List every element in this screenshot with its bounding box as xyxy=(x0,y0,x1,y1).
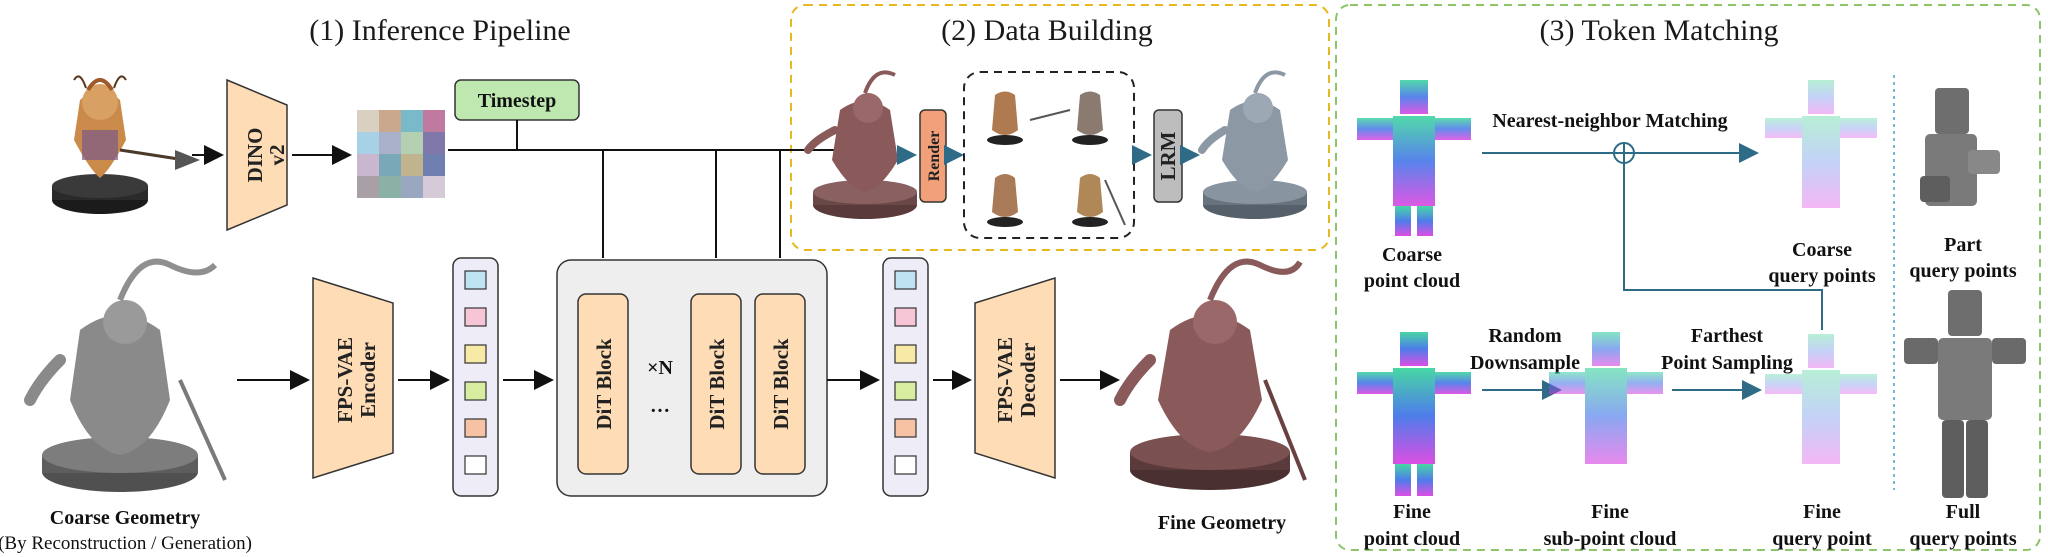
dit-block-2-label: DiT Block xyxy=(705,338,729,430)
dino-v2-encoder xyxy=(226,78,288,232)
patch-cell xyxy=(423,154,445,176)
patch-cell xyxy=(423,110,445,132)
token-cell xyxy=(894,270,917,290)
fine-sub-point-cloud xyxy=(1549,332,1663,464)
patch-cell xyxy=(379,132,401,154)
multi-view-images xyxy=(963,71,1135,239)
dit-block-1 xyxy=(577,293,629,475)
fine-query-to-matching-line xyxy=(1623,163,1823,330)
token-cell xyxy=(894,307,917,327)
part-query-label-2: query points xyxy=(1909,260,2016,282)
latent-tokens-out-cells xyxy=(894,270,917,475)
coarse-point-cloud-label-2: point cloud xyxy=(1364,270,1460,292)
patch-cell xyxy=(357,154,379,176)
dit-block-3 xyxy=(754,293,806,475)
mesh-model xyxy=(804,70,917,219)
token-cell xyxy=(464,455,487,475)
data-building-title: (2) Data Building xyxy=(941,14,1153,47)
token-matching-frame xyxy=(1335,4,2041,551)
patch-cell xyxy=(401,176,423,198)
random-downsample-label-1: Random xyxy=(1488,325,1562,347)
full-query-points xyxy=(1904,290,2026,498)
coarse-point-cloud-label-1: Coarse xyxy=(1382,244,1442,266)
patch-cell xyxy=(379,176,401,198)
token-cell xyxy=(464,418,487,438)
token-cell xyxy=(464,307,487,327)
ellipsis-label: … xyxy=(650,395,670,417)
coarse-geometry-label: Coarse Geometry xyxy=(50,507,201,529)
encoder-label-1: FPS-VAE xyxy=(333,337,357,423)
farthest-sampling-label-2: Point Sampling xyxy=(1661,352,1793,374)
encoder-label-2: Encoder xyxy=(356,342,380,418)
token-cell xyxy=(464,381,487,401)
token-cell xyxy=(464,344,487,364)
render-label: Render xyxy=(926,131,943,182)
rendered-views xyxy=(987,91,1126,227)
fine-geometry-model xyxy=(1114,258,1307,490)
coarse-query-points xyxy=(1765,80,1877,208)
token-cell xyxy=(894,418,917,438)
full-query-label-2: query points xyxy=(1909,528,2016,550)
timestep-label: Timestep xyxy=(478,90,557,112)
token-matching-title: (3) Token Matching xyxy=(1540,14,1779,47)
inference-pipeline-title: (1) Inference Pipeline xyxy=(309,14,571,47)
fps-vae-decoder xyxy=(974,276,1056,480)
image-feature-patches xyxy=(357,110,445,198)
token-cell xyxy=(894,344,917,364)
latent-tokens-in-cells xyxy=(464,270,487,475)
fine-sub-label-2: sub-point cloud xyxy=(1544,528,1677,550)
fine-query-label-1: Fine xyxy=(1803,501,1841,523)
fine-sub-label-1: Fine xyxy=(1591,501,1629,523)
dit-block-3-label: DiT Block xyxy=(769,338,793,430)
token-cell xyxy=(464,270,487,290)
fps-vae-encoder xyxy=(312,276,394,480)
patch-cell xyxy=(379,110,401,132)
token-cell xyxy=(894,455,917,475)
coarse-geometry-subtitle: (By Reconstruction / Generation) xyxy=(0,533,252,554)
nn-matching-label: Nearest-neighbor Matching xyxy=(1492,110,1727,132)
patch-cell xyxy=(423,176,445,198)
fine-query-point xyxy=(1765,334,1877,464)
coarse-query-label-1: Coarse xyxy=(1792,239,1852,261)
latent-tokens-in xyxy=(452,257,499,497)
data-building-frame xyxy=(790,4,1330,251)
patch-cell xyxy=(379,154,401,176)
coarse-geometry-model xyxy=(24,258,227,492)
decoder-label-1: FPS-VAE xyxy=(993,337,1017,423)
latent-tokens-out xyxy=(882,257,929,497)
times-n-label: ×N xyxy=(647,357,673,379)
input-character-image xyxy=(52,75,200,214)
dit-block-2 xyxy=(690,293,742,475)
patch-cell xyxy=(401,132,423,154)
fine-point-cloud-label-2: point cloud xyxy=(1364,528,1460,550)
fine-query-label-2: query point xyxy=(1772,528,1872,550)
fine-geometry-label: Fine Geometry xyxy=(1158,512,1286,534)
coarse-query-label-2: query points xyxy=(1768,265,1875,287)
farthest-sampling-label-1: Farthest xyxy=(1691,325,1764,347)
fine-point-cloud xyxy=(1357,332,1471,496)
part-query-label-1: Part xyxy=(1944,234,1982,256)
coarse-point-cloud xyxy=(1357,80,1471,236)
patch-cell xyxy=(401,110,423,132)
dit-block-1-label: DiT Block xyxy=(592,338,616,430)
dino-version-label: v2 xyxy=(265,145,289,166)
lrm-label: LRM xyxy=(1156,131,1180,180)
dino-label: DINO xyxy=(243,128,267,183)
reconstructed-model xyxy=(1198,70,1307,219)
full-query-label-1: Full xyxy=(1946,501,1981,523)
patch-cell xyxy=(423,132,445,154)
patch-cell xyxy=(357,132,379,154)
decoder-label-2: Decoder xyxy=(1016,343,1040,418)
random-downsample-label-2: Downsample xyxy=(1470,352,1580,374)
part-query-points xyxy=(1920,88,2000,206)
patch-cell xyxy=(357,110,379,132)
patch-cell xyxy=(401,154,423,176)
fine-point-cloud-label-1: Fine xyxy=(1393,501,1431,523)
token-cell xyxy=(894,381,917,401)
patch-cell xyxy=(357,176,379,198)
